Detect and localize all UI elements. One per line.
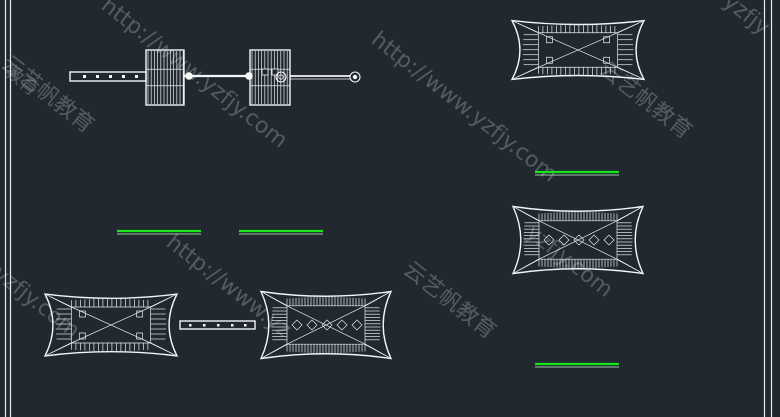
roof-plan-top-right[interactable]: [510, 19, 646, 81]
watermark-corner-top: yzfjy: [718, 0, 774, 40]
watermark-layer: http://www.yzfjy.com 云艺帆教育 http://www.yz…: [0, 0, 774, 344]
roof-section-assembly[interactable]: [69, 49, 361, 106]
green-accent-lines: [117, 170, 619, 368]
watermark-brand-2: 云艺帆教育: [594, 57, 696, 144]
watermark-url-3: http://www.yz: [161, 230, 295, 343]
roof-plan-middle-right[interactable]: [511, 205, 645, 275]
beam-bottom[interactable]: [179, 320, 256, 330]
roof-plan-bottom-left[interactable]: [43, 293, 179, 357]
watermark-url-2: http://www.yzfjy.com: [366, 27, 562, 187]
watermark-brand-3: 云艺帆教育: [398, 257, 500, 344]
roof-plan-bottom-center[interactable]: [259, 290, 393, 360]
drawing-frame: [4, 0, 773, 417]
